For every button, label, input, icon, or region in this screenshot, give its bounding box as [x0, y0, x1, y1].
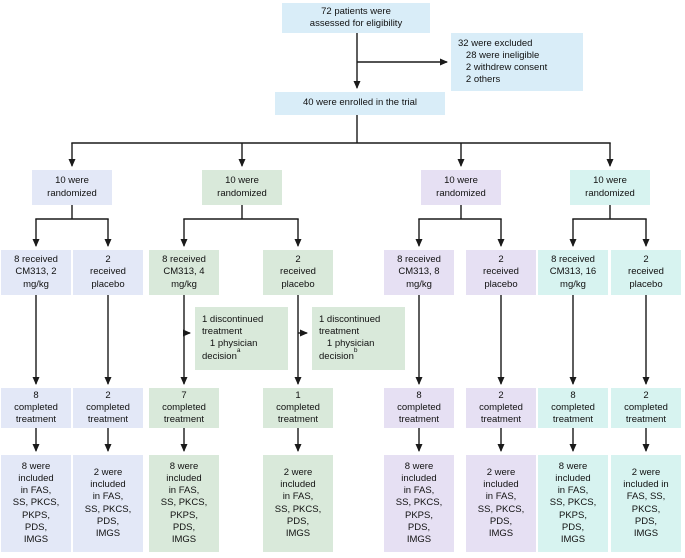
received-drug-arm4-text: 8 received CM313, 16 mg/kg — [549, 254, 597, 290]
box-enrolled: 40 were enrolled in the trial — [275, 92, 445, 115]
included-placebo-arm3-text: 2 were included in FAS, SS, PKCS, PDS, I… — [477, 467, 525, 539]
box-completed-drug-arm2: 7 completed treatment — [149, 388, 219, 428]
completed-placebo-arm4-text: 2 completed treatment — [624, 389, 668, 426]
completed-drug-arm2-text: 7 completed treatment — [162, 389, 206, 426]
box-randomized-arm1: 10 were randomized — [32, 170, 112, 205]
randomized-arm1-text: 10 were randomized — [47, 175, 97, 199]
received-drug-arm2-text: 8 received CM313, 4 mg/kg — [162, 254, 206, 290]
box-included-drug-arm3: 8 were included in FAS, SS, PKCS, PKPS, … — [384, 455, 454, 552]
included-placebo-arm4-text: 2 were included in FAS, SS, PKCS, PDS, I… — [623, 467, 669, 539]
box-randomized-arm4: 10 were randomized — [570, 170, 650, 205]
completed-drug-arm4-text: 8 completed treatment — [551, 389, 595, 426]
box-completed-placebo-arm3: 2 completed treatment — [466, 388, 536, 428]
included-drug-arm2-text: 8 were included in FAS, SS, PKCS, PKPS, … — [160, 461, 208, 545]
included-drug-arm4-text: 8 were included in FAS, SS, PKCS, PKPS, … — [549, 461, 597, 545]
footnote-marker-b: b — [353, 346, 358, 354]
box-received-placebo-arm1: 2 received placebo — [73, 250, 143, 295]
randomized-arm2-text: 10 were randomized — [217, 175, 267, 199]
box-received-placebo-arm2: 2 received placebo — [263, 250, 333, 295]
box-received-drug-arm4: 8 received CM313, 16 mg/kg — [538, 250, 608, 295]
discontinued-b-text: 1 discontinued treatment 1 physician dec… — [319, 313, 381, 363]
box-included-drug-arm4: 8 were included in FAS, SS, PKCS, PKPS, … — [538, 455, 608, 552]
assessed-text: 72 patients were assessed for eligibilit… — [309, 5, 403, 29]
box-received-placebo-arm4: 2 received placebo — [611, 250, 681, 295]
box-included-placebo-arm2: 2 were included in FAS, SS, PKCS, PDS, I… — [263, 455, 333, 552]
box-included-placebo-arm3: 2 were included in FAS, SS, PKCS, PDS, I… — [466, 455, 536, 552]
received-placebo-arm4-text: 2 received placebo — [628, 254, 664, 290]
box-excluded: 32 were excluded 28 were ineligible 2 wi… — [451, 33, 583, 91]
completed-drug-arm1-text: 8 completed treatment — [14, 389, 58, 426]
excluded-text: 32 were excluded 28 were ineligible 2 wi… — [458, 37, 548, 86]
received-drug-arm1-text: 8 received CM313, 2 mg/kg — [14, 254, 58, 290]
box-completed-placebo-arm4: 2 completed treatment — [611, 388, 681, 428]
completed-placebo-arm2-text: 1 completed treatment — [276, 389, 320, 426]
box-included-placebo-arm4: 2 were included in FAS, SS, PKCS, PDS, I… — [611, 455, 681, 552]
box-completed-drug-arm1: 8 completed treatment — [1, 388, 71, 428]
box-completed-placebo-arm2: 1 completed treatment — [263, 388, 333, 428]
randomized-arm4-text: 10 were randomized — [585, 175, 635, 199]
included-placebo-arm1-text: 2 were included in FAS, SS, PKCS, PDS, I… — [84, 467, 132, 539]
footnote-marker-a: a — [236, 346, 241, 354]
box-received-drug-arm1: 8 received CM313, 2 mg/kg — [1, 250, 71, 295]
box-discontinued-placebo-arm2: 1 discontinued treatment 1 physician dec… — [312, 307, 405, 370]
box-included-drug-arm1: 8 were included in FAS, SS, PKCS, PKPS, … — [1, 455, 71, 552]
included-placebo-arm2-text: 2 were included in FAS, SS, PKCS, PDS, I… — [274, 467, 322, 539]
enrolled-text: 40 were enrolled in the trial — [302, 97, 418, 109]
box-completed-drug-arm4: 8 completed treatment — [538, 388, 608, 428]
box-received-placebo-arm3: 2 received placebo — [466, 250, 536, 295]
box-discontinued-drug-arm2: 1 discontinued treatment 1 physician dec… — [195, 307, 288, 370]
box-completed-placebo-arm1: 2 completed treatment — [73, 388, 143, 428]
received-drug-arm3-text: 8 received CM313, 8 mg/kg — [397, 254, 441, 290]
box-randomized-arm2: 10 were randomized — [202, 170, 282, 205]
completed-placebo-arm1-text: 2 completed treatment — [86, 389, 130, 426]
box-received-drug-arm2: 8 received CM313, 4 mg/kg — [149, 250, 219, 295]
received-placebo-arm2-text: 2 received placebo — [280, 254, 316, 290]
box-assessed-for-eligibility: 72 patients were assessed for eligibilit… — [282, 3, 430, 33]
box-completed-drug-arm3: 8 completed treatment — [384, 388, 454, 428]
received-placebo-arm3-text: 2 received placebo — [483, 254, 519, 290]
box-received-drug-arm3: 8 received CM313, 8 mg/kg — [384, 250, 454, 295]
box-randomized-arm3: 10 were randomized — [421, 170, 501, 205]
box-included-drug-arm2: 8 were included in FAS, SS, PKCS, PKPS, … — [149, 455, 219, 552]
randomized-arm3-text: 10 were randomized — [436, 175, 486, 199]
box-included-placebo-arm1: 2 were included in FAS, SS, PKCS, PDS, I… — [73, 455, 143, 552]
completed-drug-arm3-text: 8 completed treatment — [397, 389, 441, 426]
discontinued-a-text: 1 discontinued treatment 1 physician dec… — [202, 313, 264, 363]
completed-placebo-arm3-text: 2 completed treatment — [479, 389, 523, 426]
included-drug-arm1-text: 8 were included in FAS, SS, PKCS, PKPS, … — [12, 461, 60, 545]
included-drug-arm3-text: 8 were included in FAS, SS, PKCS, PKPS, … — [395, 461, 443, 545]
received-placebo-arm1-text: 2 received placebo — [90, 254, 126, 290]
